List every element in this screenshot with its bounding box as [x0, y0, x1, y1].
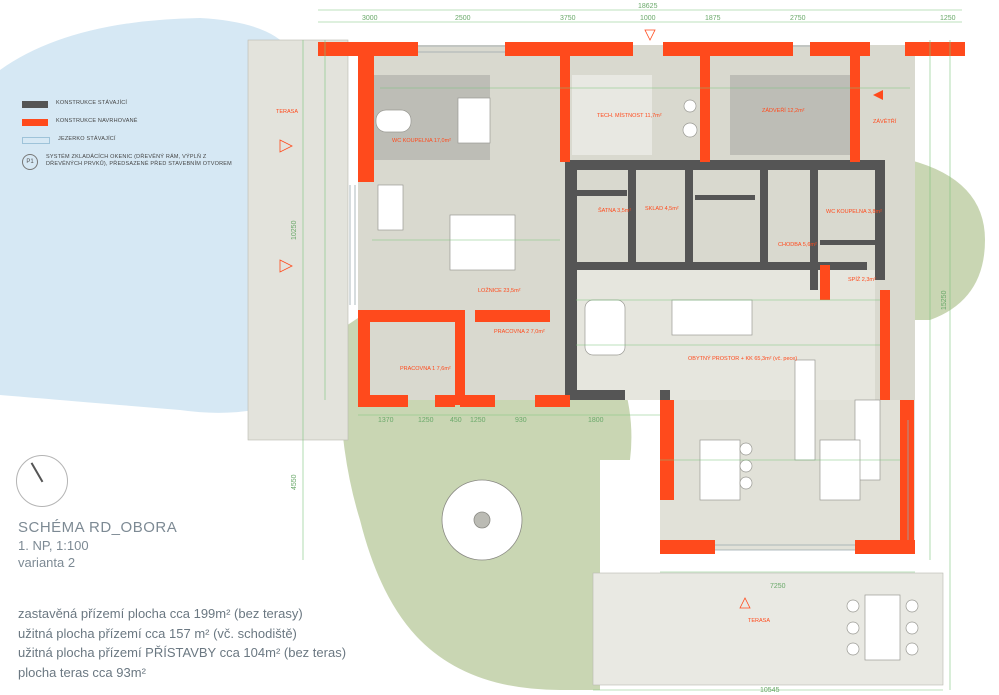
- direction-markers: [279, 29, 751, 609]
- existing-swatch: [22, 101, 48, 108]
- lake-swatch: [22, 137, 50, 144]
- room-label-chodba: CHODBA 5,6m²: [778, 242, 817, 248]
- stat-terrace-area: plocha teras cca 93m²: [18, 664, 146, 680]
- stat-extension-area: užitná plocha přízemí PŘÍSTAVBY cca 104m…: [18, 645, 347, 660]
- stat-built-area: zastavěná přízemí plocha cca 199m² (bez …: [18, 606, 303, 621]
- room-label-satna: ŠATNA 3,5m²: [598, 207, 631, 214]
- p1-symbol: P1: [22, 154, 38, 170]
- svg-text:4550: 4550: [291, 474, 298, 490]
- compass-needle: [30, 462, 44, 483]
- legend-lake-label: JEZERKO STÁVAJÍCÍ: [58, 136, 116, 142]
- lake-shape: [0, 18, 300, 413]
- svg-text:18625: 18625: [638, 3, 658, 10]
- dimension-lines: [302, 9, 962, 691]
- tree: [441, 479, 523, 561]
- top-dimension-segment: 1250: [940, 15, 956, 22]
- top-dimension-segment: 2750: [790, 15, 806, 22]
- room-label-terasa_left: TERASA: [276, 109, 298, 115]
- top-dimension-segment: 3000: [362, 15, 378, 22]
- legend-p1: P1 SYSTÉM ZKLADÁCÍCH OKENIC (DŘEVĚNÝ RÁM…: [22, 154, 232, 170]
- room-label-wc_koupelna_big: WC KOUPELNA 17,0m²: [392, 138, 451, 144]
- area-stats: zastavěná přízemí plocha cca 199m² (bez …: [18, 604, 346, 682]
- lower-dimension-segment: 1370: [378, 417, 394, 424]
- lower-dimension-segment: 1250: [418, 417, 434, 424]
- lower-dimension-segment: 930: [515, 417, 527, 424]
- legend-existing: KONSTRUKCE STÁVAJÍCÍ: [22, 100, 232, 108]
- legend-p1-label: SYSTÉM ZKLADÁCÍCH OKENIC (DŘEVĚNÝ RÁM, V…: [46, 154, 232, 167]
- stat-usable-area: užitná plocha přízemí cca 157 m² (vč. sc…: [18, 625, 297, 641]
- new-walls: [318, 42, 965, 554]
- legend-new: KONSTRUKCE NAVRHOVANÉ: [22, 118, 232, 126]
- new-swatch: [22, 119, 48, 126]
- plan-variant: varianta 2: [18, 555, 76, 570]
- room-label-obytny: OBYTNÝ PROSTOR + KK 65,3m² (vč. pece): [688, 355, 797, 362]
- svg-text:10250: 10250: [291, 220, 298, 240]
- room-label-terasa_bottom: TERASA: [748, 618, 770, 624]
- window-lines: [349, 45, 909, 551]
- svg-text:15250: 15250: [941, 290, 948, 310]
- room-label-sklad: SKLAD 4,5m²: [645, 206, 679, 212]
- room-label-wc_koupelna_small: WC KOUPELNA 3,8m²: [826, 209, 882, 215]
- legend-existing-label: KONSTRUKCE STÁVAJÍCÍ: [56, 100, 128, 106]
- room-label-zavetri: ZÁVĚTŘÍ: [873, 117, 897, 125]
- garden-right: [910, 160, 985, 320]
- top-dimension-segment: 1000: [640, 15, 656, 22]
- legend: KONSTRUKCE STÁVAJÍCÍ KONSTRUKCE NAVRHOVA…: [22, 100, 232, 180]
- chairs: [682, 99, 919, 656]
- room-labels: WC KOUPELNA 17,0m² TECH. MÍSTNOST 11,7m²…: [276, 106, 897, 624]
- existing-walls: [565, 160, 885, 405]
- legend-new-label: KONSTRUKCE NAVRHOVANÉ: [56, 118, 138, 124]
- entry-arrow: [873, 90, 883, 100]
- north-compass-icon: [16, 455, 68, 507]
- top-dimension-segment: 3750: [560, 15, 576, 22]
- svg-text:7250: 7250: [770, 583, 786, 590]
- room-label-tech: TECH. MÍSTNOST 11,7m²: [597, 112, 662, 119]
- plan-floor-scale: 1. NP, 1:100: [18, 538, 89, 553]
- room-label-zadveri: ZÁDVEŘÍ 12,2m²: [762, 106, 805, 114]
- tech-floor: [572, 75, 652, 155]
- top-dimension-segment: 1875: [705, 15, 721, 22]
- lower-dimension-segment: 1800: [588, 417, 604, 424]
- dimension-texts: 18625 3000 2500 3750 1000 1875 2750 1250…: [291, 3, 956, 694]
- top-dimension-segment: 2500: [455, 15, 471, 22]
- furniture: [375, 97, 901, 661]
- room-label-pracovna1: PRACOVNA 1 7,6m²: [400, 366, 451, 372]
- title-block: SCHÉMA RD_OBORA 1. NP, 1:100 varianta 2: [18, 518, 177, 571]
- plan-title: SCHÉMA RD_OBORA: [18, 519, 178, 536]
- svg-text:10545: 10545: [760, 687, 780, 694]
- zadveri-floor: [730, 75, 850, 155]
- room-label-spiz: SPÍŽ 2,3m²: [848, 275, 876, 283]
- room-label-pracovna2: PRACOVNA 2 7,0m²: [494, 329, 545, 335]
- room-label-loznice: LOŽNICE 23,5m²: [478, 286, 521, 294]
- lower-dimension-segment: 1250: [470, 417, 486, 424]
- lower-dimension-segment: 450: [450, 417, 462, 424]
- legend-lake: JEZERKO STÁVAJÍCÍ: [22, 136, 232, 144]
- terrace-left: [247, 39, 349, 441]
